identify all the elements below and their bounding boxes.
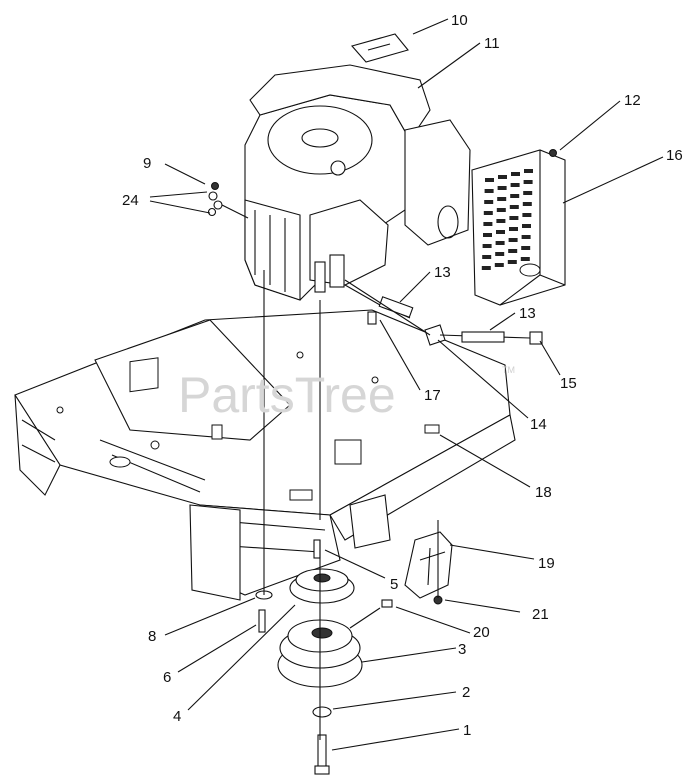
callout-3: 3 — [458, 641, 466, 658]
muffler-slot — [496, 208, 506, 212]
muffler-slot — [523, 191, 533, 195]
callout-6: 6 — [163, 669, 171, 686]
callout-labels: 10 11 12 16 9 24 13 13 15 17 14 18 19 5 … — [122, 12, 683, 739]
bracket — [404, 531, 453, 599]
muffler-slot — [485, 178, 494, 182]
callout-2: 2 — [462, 684, 470, 701]
muffler-slot — [524, 169, 533, 173]
muffler-slot — [509, 205, 519, 209]
muffler-slot — [522, 224, 531, 228]
muffler-slot — [497, 197, 507, 201]
callout-8: 8 — [148, 628, 156, 645]
engine — [244, 64, 471, 301]
muffler-slot — [522, 213, 532, 217]
callout-16: 16 — [666, 147, 683, 164]
muffler-slot — [510, 194, 520, 198]
muffler-slot — [483, 222, 493, 226]
callout-10: 10 — [451, 12, 468, 29]
muffler-slot — [497, 186, 507, 190]
muffler-slot — [509, 216, 519, 220]
muffler-slot — [483, 233, 492, 237]
callout-11: 11 — [484, 35, 500, 52]
callout-17: 17 — [424, 387, 441, 404]
callout-9: 9 — [143, 155, 151, 172]
muffler-slot — [507, 260, 517, 264]
callout-13-upper: 13 — [434, 264, 451, 281]
callout-21: 21 — [532, 606, 549, 623]
callout-24: 24 — [122, 192, 139, 209]
muffler-slot — [482, 244, 492, 248]
muffler-slot — [521, 246, 531, 250]
callout-19: 19 — [538, 555, 555, 572]
center-lines — [263, 270, 439, 740]
callout-15: 15 — [560, 375, 577, 392]
muffler — [471, 149, 566, 306]
muffler-slot — [498, 175, 507, 179]
muffler-slot — [509, 227, 518, 231]
muffler-slot — [523, 180, 533, 184]
callout-5: 5 — [390, 576, 398, 593]
fasteners — [207, 149, 557, 346]
muffler-slot — [511, 172, 520, 176]
muffler-slot — [495, 241, 505, 245]
leader-lines — [149, 18, 664, 751]
muffler-slot — [495, 252, 505, 256]
muffler-slot — [483, 211, 493, 215]
muffler-slot — [481, 266, 491, 270]
muffler-slot — [496, 219, 506, 223]
watermark: PartsTree — [178, 367, 396, 423]
muffler-slot — [508, 238, 518, 242]
callout-20: 20 — [473, 624, 490, 641]
muffler-slot — [508, 249, 518, 253]
callout-12: 12 — [624, 92, 641, 109]
callout-13-lower: 13 — [519, 305, 536, 322]
muffler-slot — [522, 202, 532, 206]
muffler-slot — [496, 230, 505, 234]
callout-18: 18 — [535, 484, 552, 501]
watermark-tm: TM — [502, 365, 515, 375]
decal — [351, 33, 409, 63]
callout-1: 1 — [463, 722, 471, 739]
muffler-slot — [494, 263, 504, 267]
callout-4: 4 — [173, 708, 181, 725]
muffler-slot — [484, 200, 494, 204]
muffler-slot — [510, 183, 520, 187]
callout-14: 14 — [530, 416, 547, 433]
muffler-slot — [520, 257, 530, 261]
muffler-slot — [482, 255, 492, 259]
muffler-slot — [484, 189, 494, 193]
muffler-slot — [521, 235, 531, 239]
